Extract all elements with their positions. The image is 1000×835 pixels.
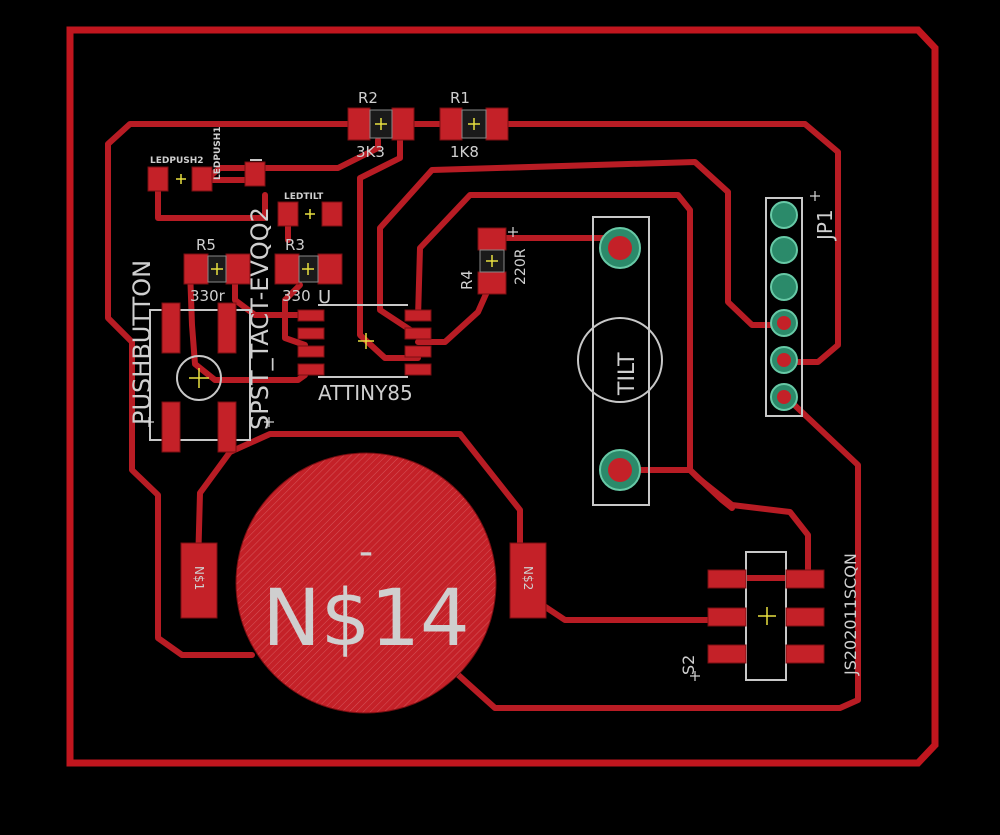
battery-holder: - N$14 N$1 N$2 <box>180 452 547 714</box>
led-tilt: LEDTILT <box>277 192 343 227</box>
tilt-sensor: TILT <box>577 216 663 506</box>
r3-value: 330 <box>282 287 311 305</box>
r5-value: 330r <box>190 287 226 305</box>
battery-pad-n2-label: N$2 <box>521 566 535 590</box>
r2-value: 3K3 <box>356 143 385 161</box>
origin-marks <box>144 191 820 681</box>
attiny85-chip: U ATTINY85 <box>297 287 432 405</box>
battery-pad <box>235 452 497 714</box>
r2-label: R2 <box>358 89 378 107</box>
pushbutton: PUSHBUTTON SPST_TACT-EVQQ2 <box>128 207 274 453</box>
spst-label: SPST_TACT-EVQQ2 <box>246 207 274 430</box>
r4-value: 220R <box>513 248 529 285</box>
jp1-label: JP1 <box>813 209 837 242</box>
header-jp1: JP1 <box>765 197 837 417</box>
r1-value: 1K8 <box>450 143 479 161</box>
s2-label: S2 <box>679 655 698 675</box>
r4-label: R4 <box>458 270 476 290</box>
resistor-r5: R5 330r <box>183 236 251 305</box>
r1-label: R1 <box>450 89 470 107</box>
battery-minus-label: - <box>359 529 373 575</box>
battery-pad-n1-label: N$1 <box>192 566 206 590</box>
resistor-r4: R4 220R <box>458 227 529 295</box>
u-label: U <box>318 287 331 308</box>
resistor-r1: R1 1K8 <box>439 89 509 161</box>
js-label: JS202011SCQN <box>841 553 860 676</box>
r3-label: R3 <box>285 236 305 254</box>
ledtilt-label: LEDTILT <box>284 192 324 202</box>
r5-label: R5 <box>196 236 216 254</box>
pushbutton-label: PUSHBUTTON <box>128 260 156 425</box>
tilt-label: TILT <box>615 352 640 396</box>
battery-pad-n2 <box>509 542 547 619</box>
resistor-r2: R2 3K3 <box>347 89 415 161</box>
ledpush1-label: LEDPUSH1 <box>213 126 223 180</box>
switch-s2: S2 JS202011SCQN <box>679 551 860 681</box>
led-push1: LEDPUSH1 <box>213 126 266 187</box>
resistor-r3: R3 330 <box>274 236 343 305</box>
board-outline <box>66 26 939 767</box>
battery-label: N$14 <box>262 574 469 664</box>
ledpush2-label: LEDPUSH2 <box>150 156 204 166</box>
battery-pad-n1 <box>180 542 218 619</box>
copper-traces <box>105 121 861 711</box>
attiny-label: ATTINY85 <box>318 381 413 405</box>
led-push2: LEDPUSH2 <box>147 156 213 192</box>
